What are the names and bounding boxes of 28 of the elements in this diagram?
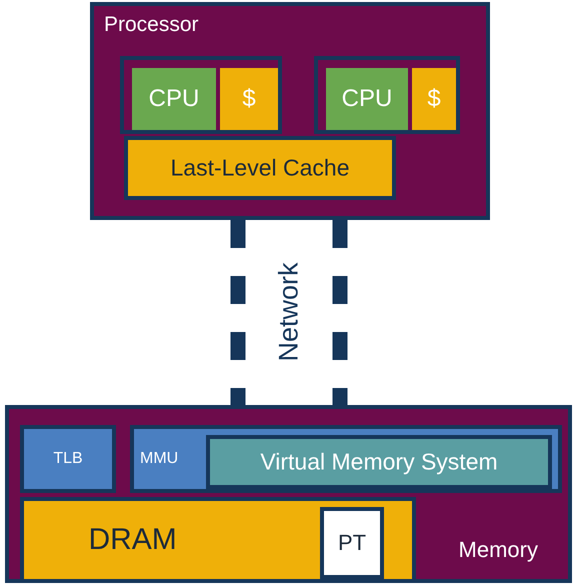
node-label: Processor <box>104 14 199 35</box>
cache-box <box>412 68 456 130</box>
virtual-memory-box <box>206 435 552 489</box>
node-label: Memory <box>458 539 538 561</box>
node-label: $ <box>242 87 256 111</box>
mmu-box <box>130 425 562 493</box>
node-label: PT <box>338 532 366 554</box>
memory-box <box>5 405 572 583</box>
node-label: CPU <box>148 87 200 111</box>
network-link <box>230 220 246 405</box>
node-label: DRAM <box>88 525 177 555</box>
cpu-box <box>326 68 408 130</box>
node-label: Virtual Memory System <box>260 450 498 474</box>
tlb-box <box>20 425 116 493</box>
cache-box <box>220 68 278 130</box>
node-label: CPU <box>342 87 392 111</box>
page-table-box <box>320 507 384 579</box>
core-box <box>314 56 460 134</box>
core-box <box>120 56 282 134</box>
network-label: Network <box>276 262 302 362</box>
cpu-box <box>132 68 216 130</box>
node-label: MMU <box>140 451 178 467</box>
node-label: $ <box>427 87 441 111</box>
processor-box <box>90 2 490 220</box>
node-label: TLB <box>53 451 83 467</box>
node-label: Last-Level Cache <box>170 156 350 180</box>
last-level-cache-box <box>124 136 396 200</box>
network-link <box>332 220 348 405</box>
